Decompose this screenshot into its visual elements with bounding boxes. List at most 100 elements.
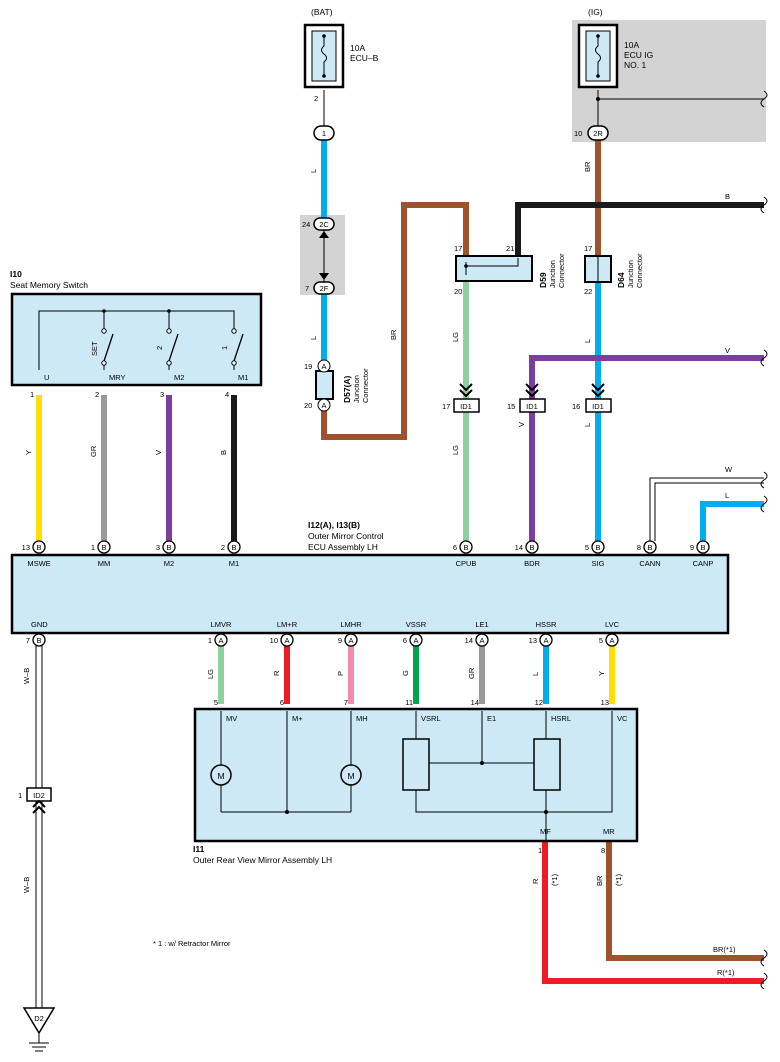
ecu-bottom-pin: 1 <box>208 636 212 645</box>
ecu-top-conn-letter: B <box>700 543 705 552</box>
edge-break-ig <box>760 90 768 108</box>
d64-pin-17: 17 <box>584 244 592 253</box>
wire-cann-w-inner <box>654 482 764 541</box>
ecu-top-terminal-name: M1 <box>229 559 239 568</box>
wire-label-m-r: R <box>272 670 281 676</box>
ecu-bottom-terminal-name: LMHR <box>340 620 362 629</box>
mirror-node-e1 <box>480 761 484 765</box>
wire-label-gnd-wb-2: W–B <box>22 877 31 893</box>
ecu-top-terminal-name: M2 <box>164 559 174 568</box>
wire-label-d64-l: L <box>583 339 592 343</box>
ecu-top-terminal-name: CANN <box>639 559 660 568</box>
ecu-top-terminal-name: CPUB <box>456 559 477 568</box>
d64-label-group: D64 Junction Connector <box>616 253 644 288</box>
wire-canp-l <box>700 501 764 541</box>
ecu-top-terminals: B13MSWEB1MMB3M2B2M1B6CPUBB14BDRB5SIGB8CA… <box>22 540 713 568</box>
wire-label-mf-r: R <box>531 878 540 884</box>
junction-2r-pin: 10 <box>574 129 582 138</box>
junction-pill-2r: 2R <box>587 125 609 141</box>
ecu-bottom-conn-letter: A <box>543 636 548 645</box>
ecu-bottom-terminals: B7GNDA1LMVRA10LM+RA9LMHRA6VSSRA14LE1A13H… <box>26 620 620 647</box>
wire-label-mr-br: BR <box>595 875 604 886</box>
mirror-top-pin: 6 <box>280 698 284 707</box>
wire-label-d59-lg-1: LG <box>451 332 460 342</box>
fuse-bat <box>303 23 345 89</box>
d59-pin-17: 17 <box>454 244 462 253</box>
seat-switch-set-label: SET <box>90 341 99 356</box>
ecu-bottom-conn-letter: A <box>479 636 484 645</box>
junction-2f-pin: 7 <box>305 284 309 293</box>
ecu-bottom-conn-letter: B <box>36 636 41 645</box>
wire-cann-w <box>649 477 764 541</box>
ig-source-label: (IG) <box>588 7 603 17</box>
edge-break-l <box>760 495 768 513</box>
svg-text:2F: 2F <box>320 284 329 293</box>
d64-code: D64 <box>616 272 626 288</box>
ecu-bottom-pin: 5 <box>599 636 603 645</box>
d59-connector <box>455 255 533 282</box>
wire-label-m-p: P <box>336 671 345 676</box>
mirror-top-pin: 5 <box>214 698 218 707</box>
wire-label-sig-l: L <box>583 423 592 427</box>
mirror-top-pin: 14 <box>471 698 479 707</box>
motor-horizontal-icon: M <box>340 764 362 786</box>
wire-label-sw-v: V <box>154 450 163 455</box>
mirror-pin-mr: 8 <box>601 846 605 855</box>
seat-switch-name: Seat Memory Switch <box>10 280 88 290</box>
ecu-bottom-pin: 10 <box>270 636 278 645</box>
mirror-top-terminal: 6M+ <box>280 698 303 723</box>
ig-fuse-name-1: ECU IG <box>624 50 653 60</box>
d64-pin-22: 22 <box>584 287 592 296</box>
edge-label-l: L <box>725 491 729 500</box>
ecu-bottom-pin: 14 <box>465 636 473 645</box>
mirror-top-pin: 11 <box>405 698 413 707</box>
wire-br-loop <box>321 202 469 440</box>
ecu-top-pin: 8 <box>637 543 641 552</box>
edge-label-w: W <box>725 465 733 474</box>
junction-arrow-down <box>319 273 329 280</box>
d57-name-2: Connector <box>361 368 370 403</box>
d57-pin-20: 20 <box>304 401 312 410</box>
id2-pin: 1 <box>18 791 22 800</box>
id1-v-pin: 15 <box>507 402 515 411</box>
d59-name-1: Junction <box>548 260 557 288</box>
ecu-bottom-pin: 6 <box>403 636 407 645</box>
wire-label-gnd-wb-1: W–B <box>22 668 31 684</box>
seat-pin-3: 3 <box>160 390 164 399</box>
ecu-bottom-conn-letter: A <box>348 636 353 645</box>
edge-break-w <box>760 471 768 489</box>
d64-name-2: Connector <box>635 253 644 288</box>
seat-terminal-m1: M1 <box>238 373 248 382</box>
ecu-top-conn-letter: B <box>36 543 41 552</box>
ecu-top-terminal-name: MM <box>98 559 111 568</box>
d57-label-group: D57(A) Junction Connector <box>342 368 370 403</box>
d64-connector <box>584 255 612 283</box>
ecu-bottom-pin: 9 <box>338 636 342 645</box>
svg-text:2C: 2C <box>319 220 329 229</box>
ecu-name-1: Outer Mirror Control <box>308 531 384 541</box>
fuse-ig <box>577 23 619 101</box>
ecu-bottom-terminal-name: LVC <box>605 620 620 629</box>
edge-break-br <box>760 949 768 967</box>
vertical-sensor-resistor <box>402 738 430 791</box>
svg-text:ID2: ID2 <box>33 791 45 800</box>
mirror-node-mplus <box>285 810 289 814</box>
ecu-name-2: ECU Assembly LH <box>308 542 378 552</box>
ecu-bottom-pin: 13 <box>529 636 537 645</box>
mirror-top-pin: 13 <box>601 698 609 707</box>
d59-code: D59 <box>538 272 548 288</box>
ecu-top-conn-letter: B <box>529 543 534 552</box>
svg-text:M: M <box>217 771 224 781</box>
mirror-top-terminal-name: MV <box>226 714 237 723</box>
